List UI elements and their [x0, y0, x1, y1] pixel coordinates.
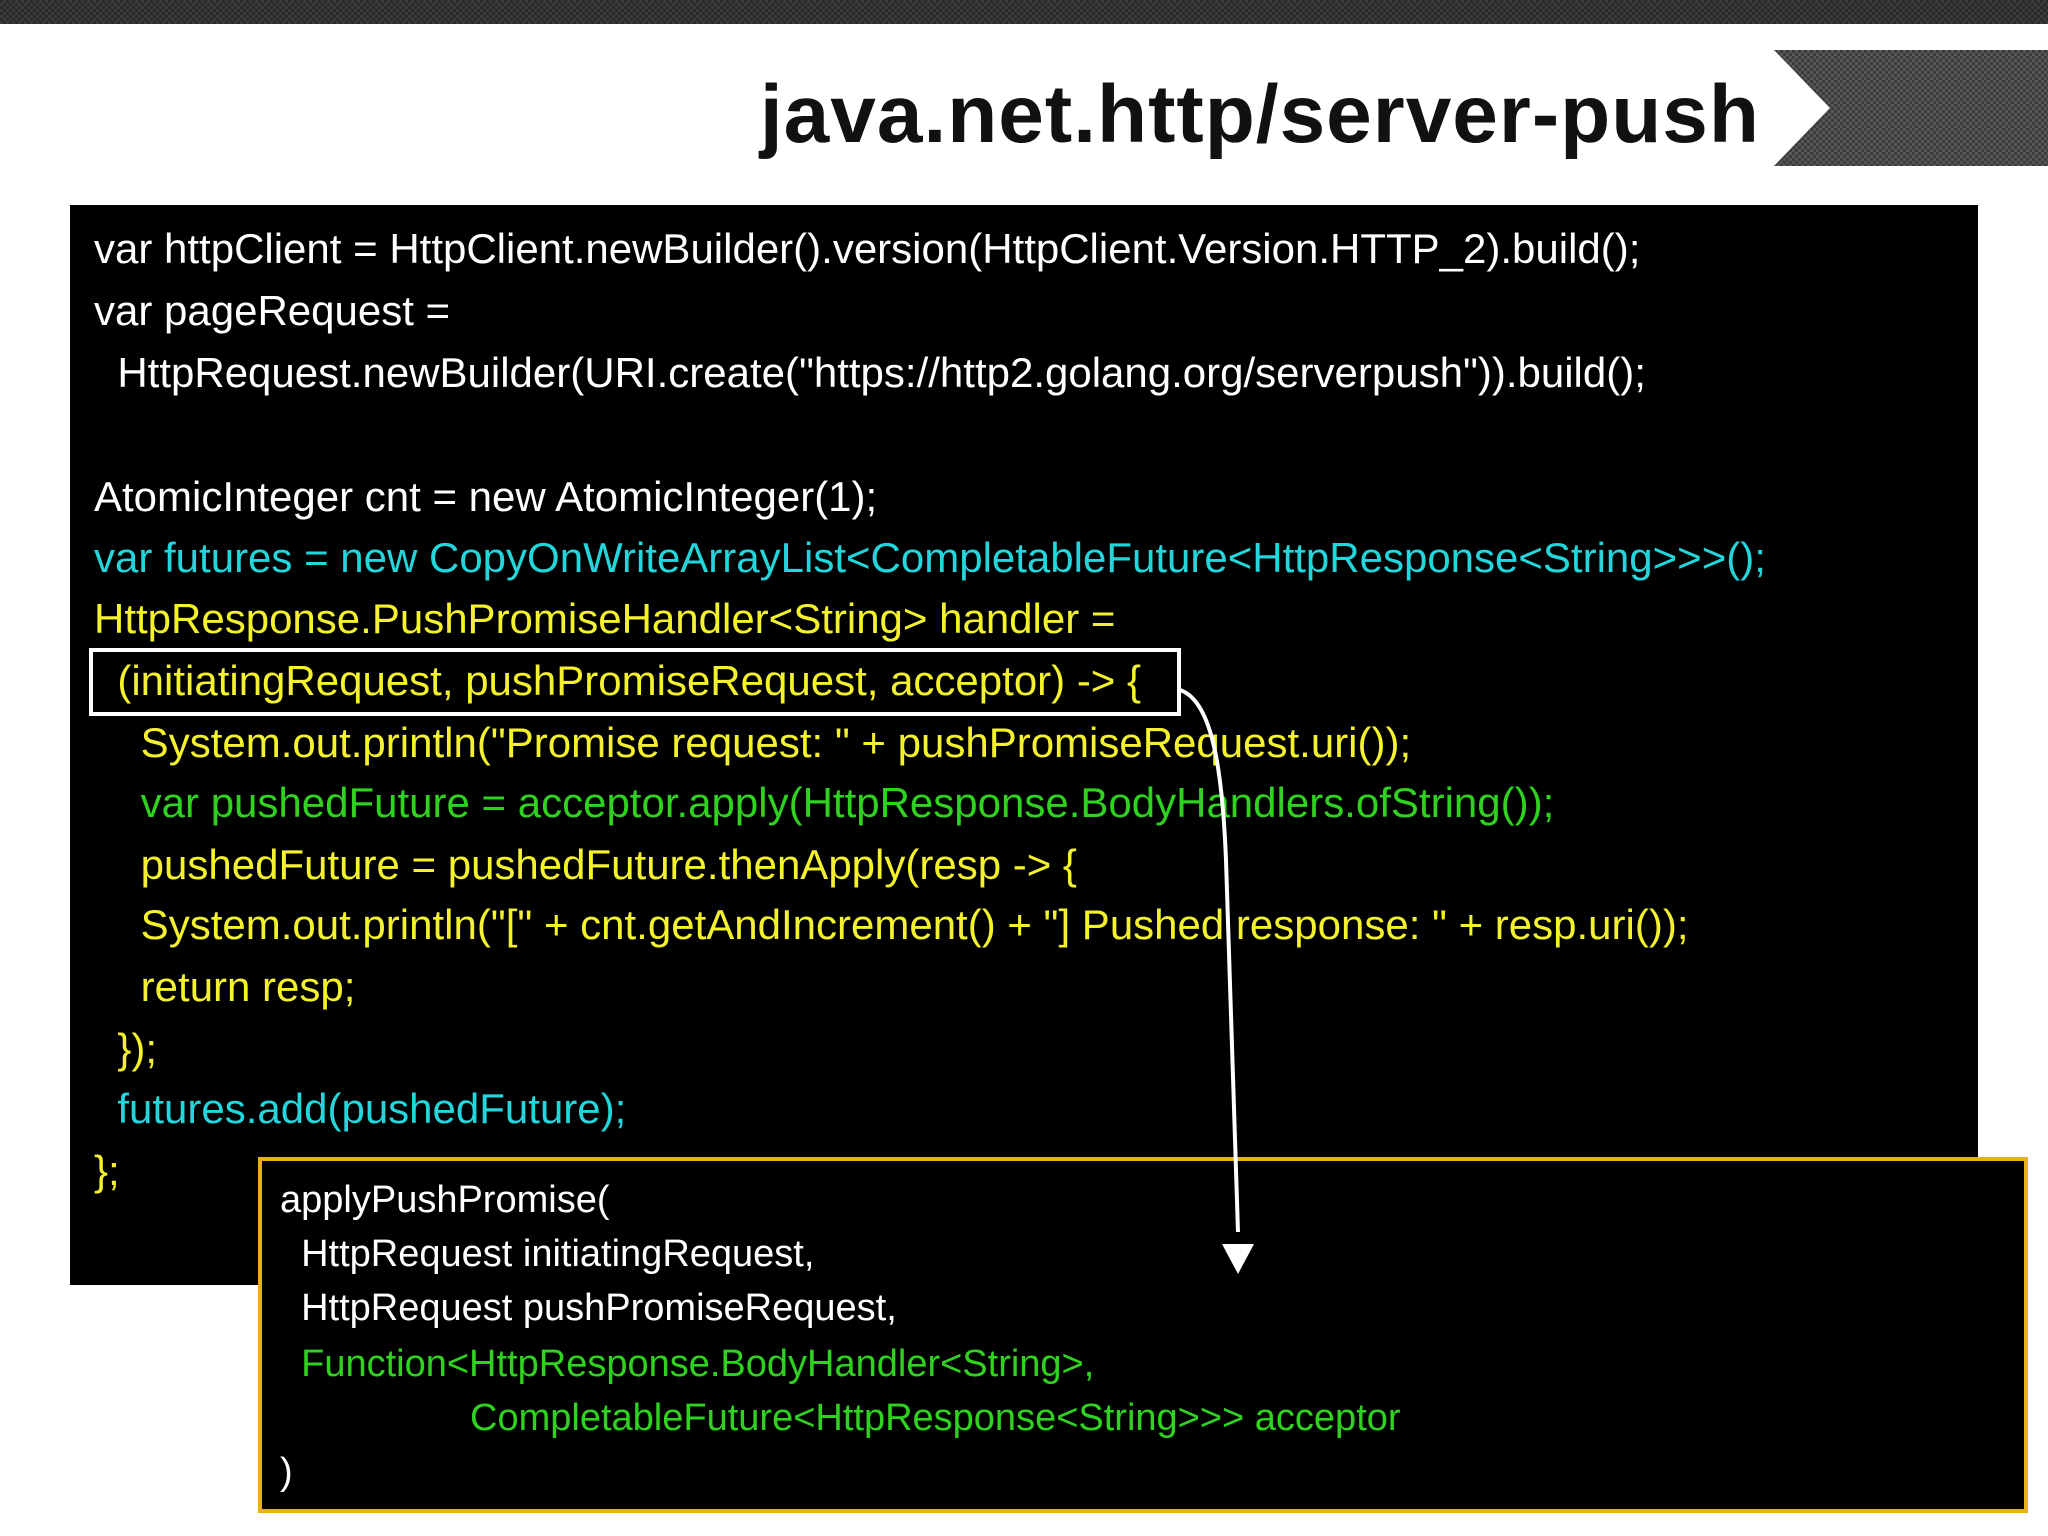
code-line: var pushedFuture = acceptor.apply(HttpRe… — [94, 779, 1555, 826]
code-line: HttpResponse.PushPromiseHandler<String> … — [94, 595, 1116, 642]
signature-line: Function<HttpResponse.BodyHandler<String… — [280, 1343, 1095, 1385]
code-line: (initiatingRequest, pushPromiseRequest, … — [94, 657, 1142, 704]
lambda-params-highlight — [89, 648, 1181, 716]
signature-line: HttpRequest initiatingRequest, — [280, 1233, 815, 1275]
signature-line: CompletableFuture<HttpResponse<String>>>… — [280, 1397, 1401, 1439]
code-line: var httpClient = HttpClient.newBuilder()… — [94, 225, 1641, 272]
code-line: var futures = new CopyOnWriteArrayList<C… — [94, 534, 1766, 581]
slide-title: java.net.http/server-push — [759, 69, 1760, 160]
code-line: }; — [94, 1147, 120, 1194]
code-line: AtomicInteger cnt = new AtomicInteger(1)… — [94, 473, 878, 520]
chevron-arrow-decoration — [1774, 50, 2048, 166]
signature-box — [258, 1157, 2028, 1513]
code-line: pushedFuture = pushedFuture.thenApply(re… — [94, 841, 1077, 888]
code-line: System.out.println("[" + cnt.getAndIncre… — [94, 901, 1689, 948]
code-line: System.out.println("Promise request: " +… — [94, 719, 1412, 766]
top-decor-strip — [0, 0, 2048, 24]
code-line: futures.add(pushedFuture); — [94, 1085, 627, 1132]
code-line: }); — [94, 1025, 158, 1072]
code-panel — [70, 205, 1978, 1285]
code-line: return resp; — [94, 963, 356, 1010]
code-line: HttpRequest.newBuilder(URI.create("https… — [94, 349, 1646, 396]
signature-line: ) — [280, 1451, 293, 1493]
code-line: var pageRequest = — [94, 287, 451, 334]
signature-line: applyPushPromise( — [280, 1179, 610, 1221]
signature-line: HttpRequest pushPromiseRequest, — [280, 1287, 897, 1329]
